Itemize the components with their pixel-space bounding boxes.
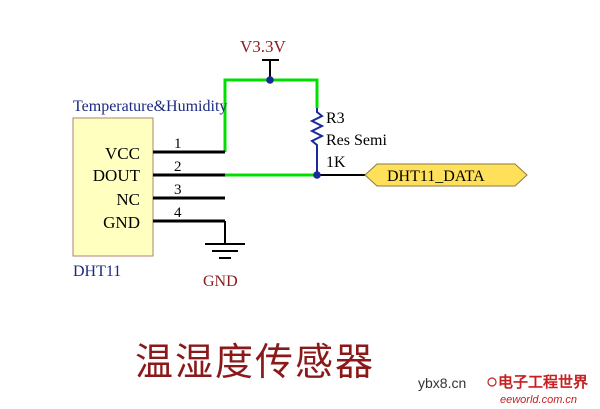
watermark-site: ybx8.cn: [418, 375, 466, 391]
data-junction-dot: [313, 171, 321, 179]
ground-label: GND: [203, 273, 238, 290]
resistor-r3-symbol: [309, 108, 325, 175]
watermark-brand-cn: 电子工程世界: [498, 373, 588, 391]
vcc-wire: [223, 78, 319, 152]
dht11-body: [72, 117, 154, 257]
watermark-brand-en: eeworld.com.cn: [500, 394, 577, 406]
net-label-tag: [364, 163, 528, 187]
pin-1-name: VCC: [105, 144, 140, 163]
power-label: V3.3V: [240, 37, 287, 56]
resistor-type: Res Semi: [326, 132, 387, 149]
power-junction-dot: [266, 76, 274, 84]
resistor-refdes: R3: [326, 110, 345, 127]
pin-4-number: 4: [174, 205, 182, 221]
component-caption: Temperature&Humidity: [73, 98, 227, 115]
diagram-title: 温湿度传感器: [135, 342, 375, 384]
resistor-value: 1K: [326, 154, 346, 171]
net-label-text: DHT11_DATA: [387, 168, 485, 185]
component-refdes: DHT11: [73, 263, 121, 280]
pin-3-name: NC: [116, 190, 140, 209]
pin-2-name: DOUT: [93, 166, 141, 185]
pin-3-number: 3: [174, 182, 182, 198]
watermark-logo-icon: [487, 377, 497, 387]
pin-2-number: 2: [174, 159, 182, 175]
pin-4-name: GND: [103, 213, 140, 232]
pin-1-number: 1: [174, 136, 182, 152]
